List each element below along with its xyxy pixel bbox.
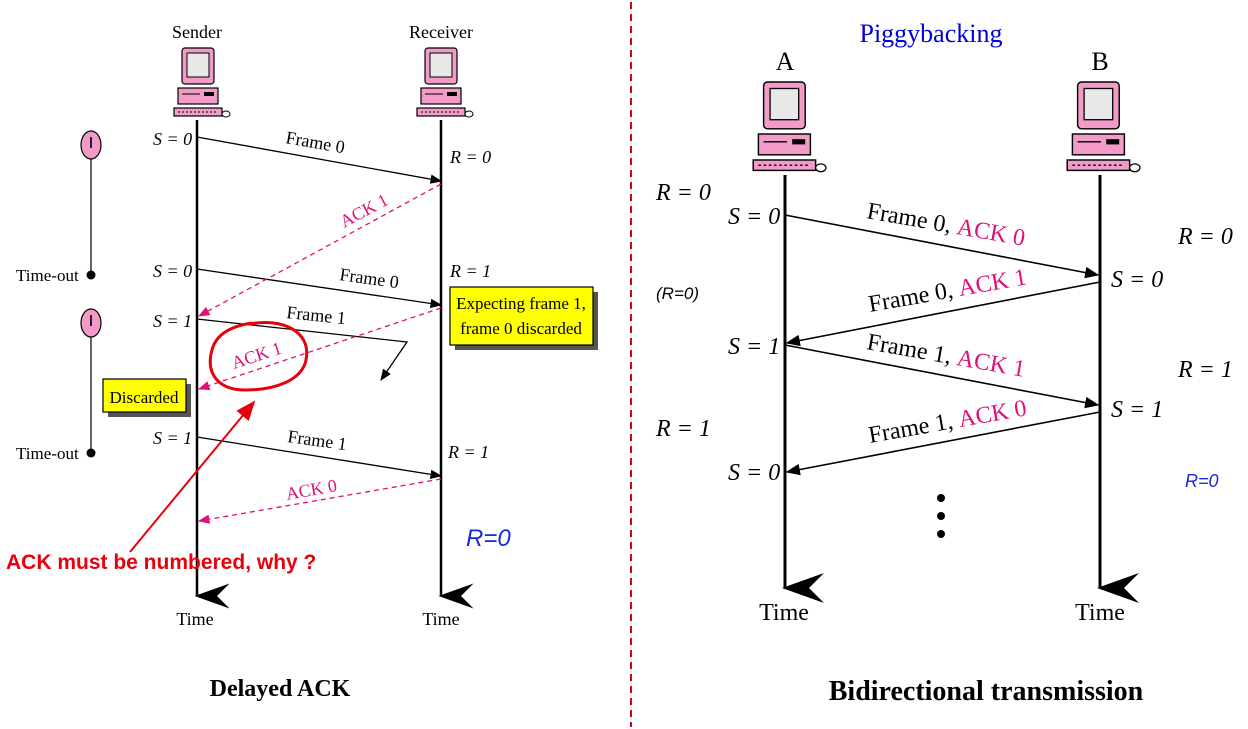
left-title: Delayed ACK — [210, 676, 351, 702]
station-a-r-label: R = 1 — [655, 416, 711, 442]
station-b-label: B — [1091, 47, 1108, 76]
sender-s-label: S = 1 — [153, 311, 192, 331]
sender-computer-icon — [173, 47, 231, 118]
ack-label: ACK 1 — [229, 338, 284, 373]
right-note-left: (R=0) — [656, 284, 699, 303]
sender-s-label: S = 0 — [153, 261, 192, 281]
highlight-circle — [208, 321, 309, 392]
annotation-question: ACK must be numbered, why ? — [6, 551, 316, 574]
ack-arrow — [197, 478, 442, 524]
discarded-note-text: Discarded — [110, 388, 179, 407]
right-note-right: R=0 — [1185, 471, 1219, 491]
right-title: Bidirectional transmission — [829, 676, 1144, 707]
receiver-computer-icon — [416, 47, 474, 118]
station-b-s-label: S = 1 — [1111, 397, 1163, 423]
station-b-r-label: R = 0 — [1177, 224, 1233, 250]
receiver-r-label: R = 1 — [447, 442, 489, 462]
station-b-computer-icon — [1066, 81, 1141, 173]
message-arrow — [785, 411, 1101, 476]
message-arrow — [785, 281, 1101, 347]
expecting-note: Expecting frame 1, frame 0 discarded — [449, 286, 598, 350]
station-a-s-label: S = 0 — [728, 204, 780, 230]
station-a-time-label: Time — [759, 600, 809, 626]
timer-2 — [80, 308, 102, 458]
message-arrow — [784, 214, 1100, 279]
continuation-dots — [937, 494, 945, 538]
ack-arrow — [197, 183, 442, 317]
sender-time-label: Time — [176, 609, 213, 629]
receiver-r-label: R = 0 — [449, 147, 491, 167]
message-ack-label: ACK 1 — [956, 265, 1028, 303]
expecting-note-line1: Expecting frame 1, — [456, 294, 586, 313]
frame-arrow — [196, 136, 443, 184]
sender-label: Sender — [172, 22, 222, 42]
svg-text:Frame 0,ACK 0: Frame 0,ACK 0 — [865, 198, 1027, 251]
receiver-time-label: Time — [422, 609, 459, 629]
frame-label: Frame 1 — [286, 426, 348, 454]
station-a-r-label: R = 0 — [655, 180, 711, 206]
ack-arrow — [197, 307, 442, 391]
frame-arrow — [196, 436, 443, 479]
station-a-label: A — [776, 47, 795, 76]
right-panel: Piggybacking A B Time Time R = — [655, 19, 1233, 707]
message-frame-label: Frame 0, — [867, 277, 956, 317]
svg-text:Frame 1,ACK 1: Frame 1,ACK 1 — [865, 329, 1027, 382]
expecting-note-line2: frame 0 discarded — [460, 319, 582, 338]
timer-1 — [80, 130, 102, 280]
receiver-label: Receiver — [409, 22, 473, 42]
station-a-s-label: S = 0 — [728, 460, 780, 486]
timeout-label-2: Time-out — [16, 444, 79, 463]
discarded-note: Discarded — [102, 378, 191, 417]
sender-s-label: S = 0 — [153, 129, 192, 149]
timeout-label-1: Time-out — [16, 266, 79, 285]
frame-label: Frame 0 — [284, 127, 346, 157]
annotation-arrow — [129, 400, 256, 553]
station-b-s-label: S = 0 — [1111, 267, 1163, 293]
station-b-r-label: R = 1 — [1177, 357, 1233, 383]
lost-frame-arrow — [196, 318, 409, 381]
message-ack-label: ACK 1 — [955, 345, 1027, 383]
frame-arrow — [196, 268, 443, 309]
station-b-time-label: Time — [1075, 600, 1125, 626]
frame-label: Frame 0 — [338, 264, 400, 292]
station-a-s-label: S = 1 — [728, 334, 780, 360]
ack-label: ACK 0 — [284, 475, 338, 504]
ack-label: ACK 1 — [336, 190, 391, 232]
svg-text:Frame 0,ACK 1: Frame 0,ACK 1 — [867, 265, 1029, 318]
message-arrow — [784, 344, 1100, 409]
frame-label: Frame 1 — [286, 302, 347, 328]
station-a-computer-icon — [752, 81, 827, 173]
receiver-r-label: R = 1 — [449, 261, 491, 281]
left-panel: Sender Receiver Time Time Time-out Time-… — [6, 22, 598, 702]
sender-s-label: S = 1 — [153, 428, 192, 448]
left-r-note: R=0 — [466, 525, 511, 552]
piggybacking-header: Piggybacking — [860, 19, 1003, 48]
message-ack-label: ACK 0 — [955, 214, 1027, 252]
